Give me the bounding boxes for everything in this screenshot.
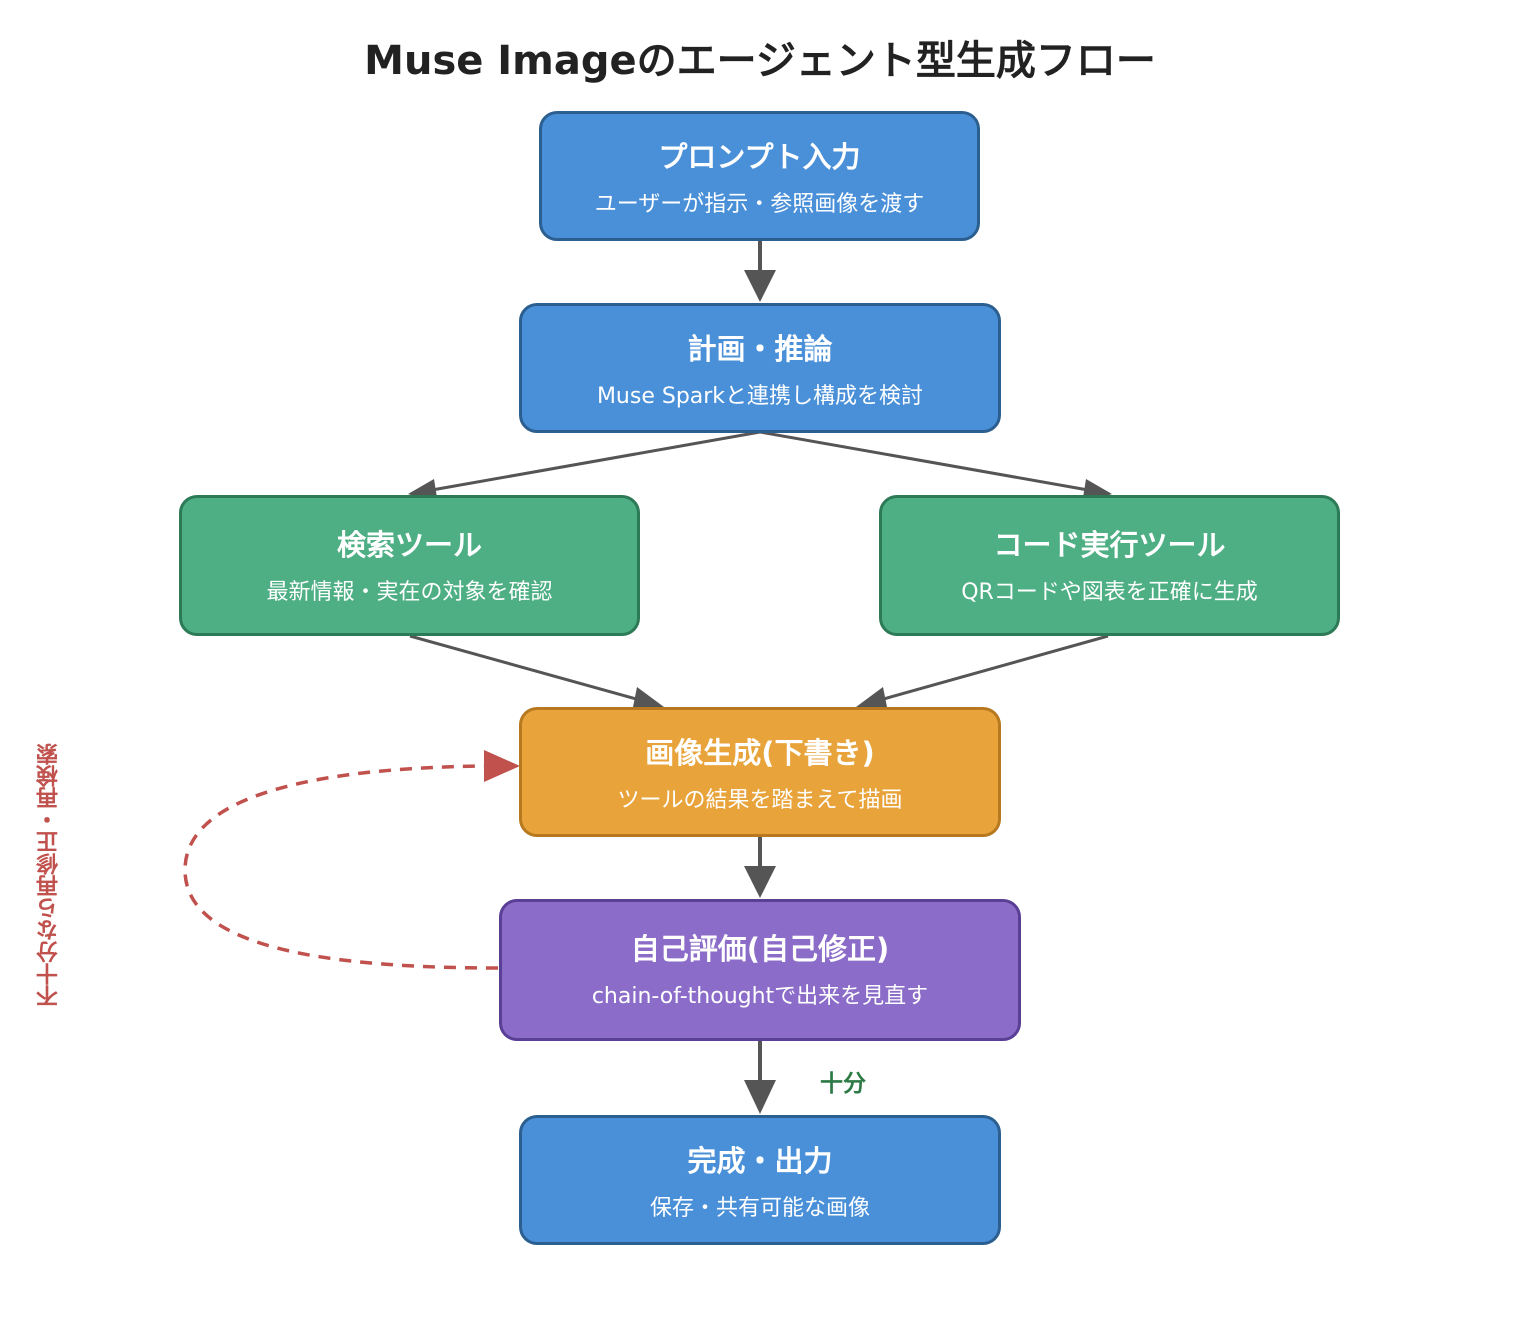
node-code-tool-title: コード実行ツール: [993, 528, 1226, 562]
sufficient-edge-label: 十分: [820, 1071, 866, 1097]
node-prompt-input: プロンプト入力 ユーザーが指示・参照画像を渡す: [539, 111, 980, 241]
node-search-tool: 検索ツール 最新情報・実在の対象を確認: [179, 495, 640, 636]
node-self-review-subtitle: chain-of-thoughtで出来を見直す: [591, 984, 929, 1009]
node-complete-output: 完成・出力 保存・共有可能な画像: [519, 1115, 1001, 1245]
arrow-prompt-to-plan: [744, 240, 776, 302]
node-plan-reasoning-subtitle: Muse Sparkと連携し構成を検討: [596, 384, 924, 409]
node-draft-generation-title: 画像生成(下書き): [645, 736, 875, 770]
node-plan-reasoning-title: 計画・推論: [687, 332, 833, 366]
node-self-review: 自己評価(自己修正) chain-of-thoughtで出来を見直す: [499, 899, 1021, 1041]
node-plan-reasoning: 計画・推論 Muse Sparkと連携し構成を検討: [519, 303, 1001, 433]
arrow-draft-to-review: [744, 836, 776, 898]
retry-edge-label: 不十分なら再修正・再検索: [37, 743, 62, 1007]
node-complete-output-subtitle: 保存・共有可能な画像: [649, 1196, 870, 1221]
node-draft-generation: 画像生成(下書き) ツールの結果を踏まえて描画: [519, 707, 1001, 837]
arrow-retry-loop: [183, 750, 520, 970]
arrow-code-to-draft: [856, 634, 1109, 712]
diagram-title: Muse Imageのエージェント型生成フロー: [364, 38, 1156, 84]
arrow-plan-to-code: [759, 430, 1112, 504]
node-prompt-input-title: プロンプト入力: [658, 140, 861, 174]
node-draft-generation-subtitle: ツールの結果を踏まえて描画: [617, 788, 903, 813]
arrow-search-to-draft: [409, 634, 664, 712]
node-complete-output-title: 完成・出力: [687, 1144, 833, 1178]
node-self-review-title: 自己評価(自己修正): [630, 932, 890, 966]
node-code-tool-subtitle: QRコードや図表を正確に生成: [961, 580, 1258, 605]
arrow-review-to-done: [744, 1040, 776, 1114]
node-prompt-input-subtitle: ユーザーが指示・参照画像を渡す: [594, 192, 925, 217]
arrow-plan-to-search: [408, 430, 761, 504]
node-search-tool-subtitle: 最新情報・実在の対象を確認: [266, 580, 553, 605]
node-search-tool-title: 検索ツール: [336, 528, 482, 562]
node-code-tool: コード実行ツール QRコードや図表を正確に生成: [879, 495, 1340, 636]
